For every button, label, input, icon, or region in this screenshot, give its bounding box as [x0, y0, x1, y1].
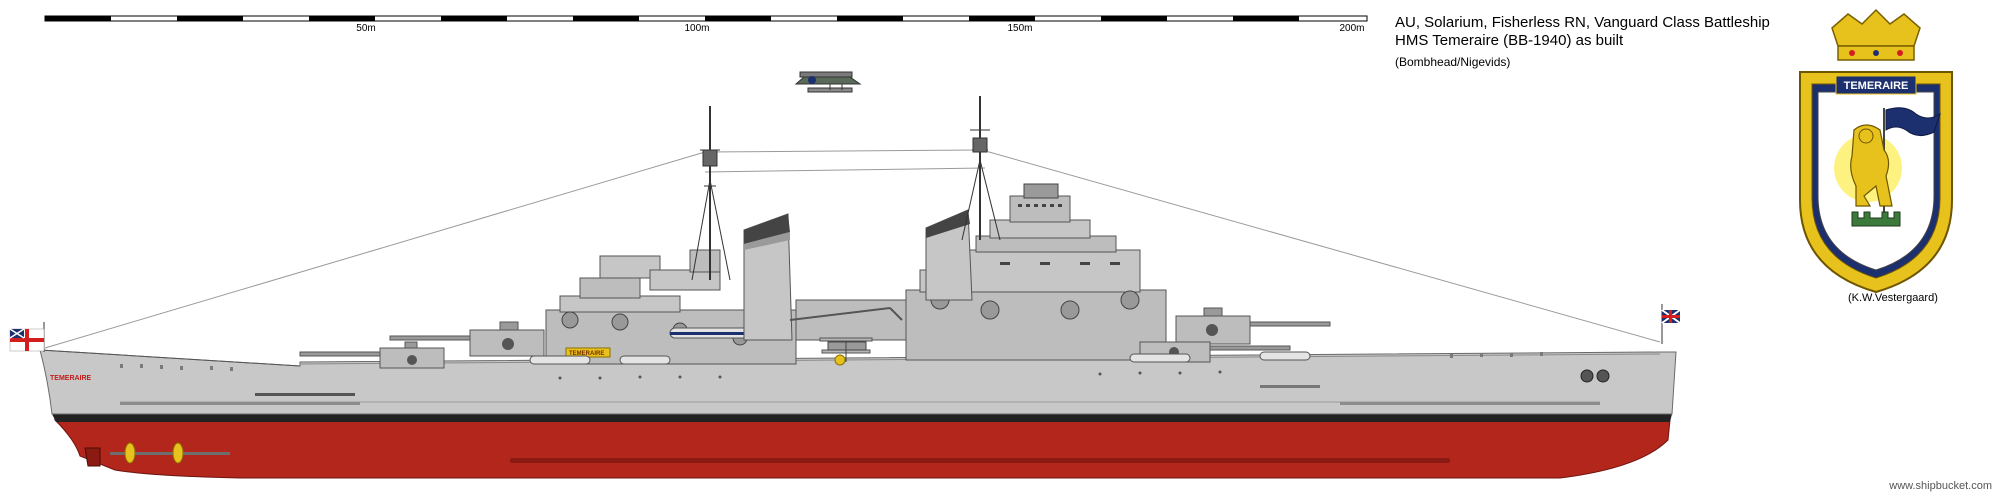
badge-banner — [1885, 107, 1941, 136]
scale-label-100m: 100m — [684, 23, 709, 34]
union-jack — [1661, 304, 1681, 344]
caption-title: AU, Solarium, Fisherless RN, Vanguard Cl… — [1395, 14, 1770, 31]
ship-badge: TEMERAIRE — [1799, 8, 1953, 294]
scale-segment — [45, 16, 111, 21]
anchor-hawse — [1580, 369, 1594, 383]
drawing-caption: AU, Solarium, Fisherless RN, Vanguard Cl… — [1395, 14, 1770, 70]
bridge-windows — [1018, 204, 1062, 207]
aft-main-turret-y — [299, 341, 445, 369]
scale-segment — [969, 16, 1035, 21]
biplane-on-catapult — [819, 337, 873, 366]
scale-segment — [1233, 16, 1299, 21]
badge-name-plate — [1835, 75, 1917, 95]
caption-authors: (Bombhead/Nigevids) — [1395, 55, 1511, 69]
scale-segment — [573, 16, 639, 21]
scale-segment — [1101, 16, 1167, 21]
forward-main-turret-b — [1175, 307, 1331, 345]
badge-ship-name: TEMERAIRE — [1844, 80, 1909, 92]
caption-subtitle: HMS Temeraire (BB-1940) as built — [1395, 32, 1624, 49]
naval-crown — [1831, 8, 1921, 61]
hull: TEMERAIRE — [39, 349, 1677, 479]
lion-rampant-icon — [1850, 124, 1893, 207]
propeller-shaft — [110, 452, 230, 455]
aft-main-turret-x — [389, 321, 545, 357]
deck-fittings — [120, 352, 1543, 371]
bilge-keel — [510, 458, 1450, 463]
aft-mainmast — [691, 106, 731, 281]
aircraft-crane — [789, 299, 907, 341]
rudder — [84, 447, 101, 467]
portholes — [558, 370, 1222, 380]
stern-ship-name: TEMERAIRE — [50, 375, 92, 382]
scale-segment — [309, 16, 375, 21]
forward-superstructure — [905, 183, 1167, 361]
seaplane-in-flight — [794, 71, 862, 93]
scale-bar: 50m 100m 150m 200m — [44, 15, 1368, 34]
hull-strake — [255, 393, 355, 396]
name-board-text: TEMERAIRE — [569, 351, 604, 357]
hull-underwater — [53, 419, 1671, 479]
rigging — [44, 149, 1661, 349]
scale-segment — [705, 16, 771, 21]
propeller — [124, 442, 184, 464]
aft-funnel — [743, 213, 793, 341]
armour-belt — [1340, 402, 1600, 405]
white-ensign — [9, 322, 45, 352]
ships-boat — [1259, 351, 1311, 361]
ships-boat — [1129, 353, 1191, 363]
scale-segment — [837, 16, 903, 21]
castle-icon — [1851, 211, 1901, 227]
badge-credit: (K.W.Vestergaard) — [1848, 292, 1938, 304]
hull-strake — [1260, 385, 1320, 388]
hull-boot-topping — [52, 414, 1672, 422]
foremast — [961, 96, 1001, 241]
scale-label-150m: 150m — [1007, 23, 1032, 34]
site-watermark: www.shipbucket.com — [1889, 480, 1992, 492]
forward-funnel — [925, 209, 973, 301]
scale-segment — [441, 16, 507, 21]
scale-label-200m: 200m — [1339, 23, 1364, 34]
scale-segment — [177, 16, 243, 21]
hull-topsides — [39, 349, 1677, 415]
armour-belt — [120, 402, 360, 405]
anchor-hawse — [1596, 369, 1610, 383]
scale-label-50m: 50m — [356, 23, 375, 34]
